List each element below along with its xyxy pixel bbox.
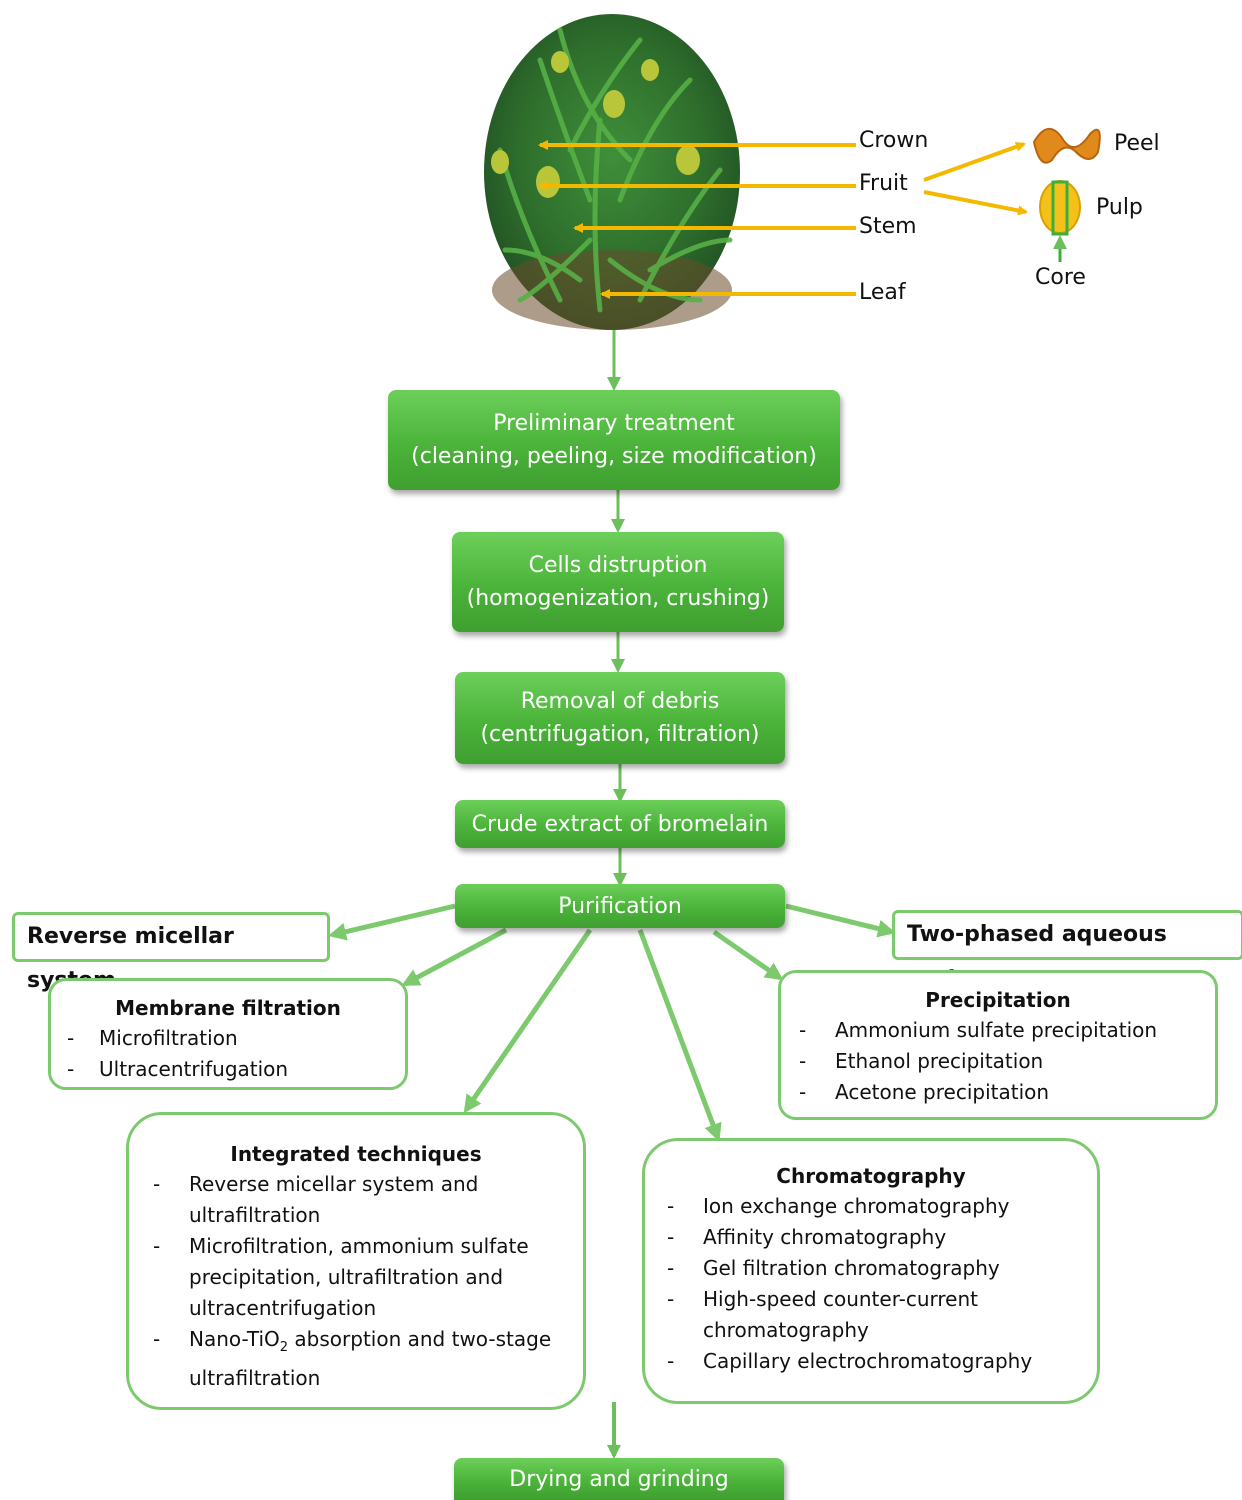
disruption-detail: (homogenization, crushing) — [466, 586, 770, 611]
purification-box: Purification — [455, 884, 785, 928]
peel-image — [1032, 128, 1101, 164]
integrated-item: Nano-TiO2 absorption and two-stage ultra… — [153, 1324, 553, 1394]
membrane-title: Membrane filtration — [115, 996, 341, 1020]
chromatography-box: Chromatography Ion exchange chromatograp… — [642, 1138, 1100, 1404]
integrated-item: Reverse micellar system and ultrafiltrat… — [153, 1169, 553, 1231]
reverse-micellar-box: Reverse micellar system — [12, 912, 330, 993]
crude-extract-box: Crude extract of bromelain — [455, 800, 785, 848]
precipitation-title: Precipitation — [925, 988, 1071, 1012]
fruit-label: Fruit — [859, 171, 908, 196]
integrated-item-part: absorption and two-stage ultrafiltration — [189, 1327, 552, 1390]
preliminary-treatment-box: Preliminary treatment (cleaning, peeling… — [388, 390, 840, 490]
chromatography-item: Ion exchange chromatography — [667, 1191, 1067, 1222]
precipitation-item: Ethanol precipitation — [799, 1046, 1215, 1077]
core-label: Core — [1035, 265, 1086, 290]
chromatography-item: Capillary electrochromatography — [667, 1346, 1067, 1377]
pineapple-plant-image — [484, 14, 740, 330]
integrated-item-part: Nano-TiO — [189, 1327, 280, 1351]
fruit-pulp-arrow — [923, 190, 1028, 216]
preliminary-title: Preliminary treatment — [493, 411, 735, 436]
drying-label: Drying and grinding — [509, 1466, 729, 1492]
stem-label: Stem — [859, 214, 917, 239]
crown-label: Crown — [859, 128, 929, 153]
debris-title: Removal of debris — [520, 689, 720, 714]
membrane-filtration-box: Membrane filtration Microfiltration Ultr… — [48, 978, 408, 1090]
peel-label: Peel — [1114, 131, 1160, 156]
chromatography-item: Gel filtration chromatography — [667, 1253, 1067, 1284]
fruit-peel-arrow — [923, 142, 1026, 182]
chromatography-title: Chromatography — [776, 1164, 966, 1188]
two-phased-box: Two-phased aqueous system — [892, 910, 1242, 991]
disruption-title: Cells distruption — [528, 553, 708, 578]
integrated-title: Integrated techniques — [230, 1142, 482, 1166]
precipitation-item: Acetone precipitation — [799, 1077, 1215, 1108]
chromatography-item: Affinity chromatography — [667, 1222, 1067, 1253]
pulp-image — [1039, 180, 1081, 262]
leaf-label: Leaf — [859, 280, 906, 305]
integrated-item: Microfiltration, ammonium sulfate precip… — [153, 1231, 553, 1324]
cell-disruption-box: Cells distruption (homogenization, crush… — [452, 532, 784, 632]
pulp-label: Pulp — [1096, 195, 1143, 220]
membrane-item: Ultracentrifugation — [67, 1054, 405, 1085]
drying-grinding-box: Drying and grinding — [454, 1458, 784, 1500]
debris-removal-box: Removal of debris (centrifugation, filtr… — [455, 672, 785, 764]
membrane-item: Microfiltration — [67, 1023, 405, 1054]
crude-label: Crude extract of bromelain — [471, 811, 769, 837]
chromatography-item: High-speed counter-current chromatograph… — [667, 1284, 1067, 1346]
debris-detail: (centrifugation, filtration) — [480, 722, 760, 747]
preliminary-detail: (cleaning, peeling, size modification) — [411, 444, 817, 469]
subscript-2: 2 — [279, 1340, 289, 1355]
integrated-techniques-box: Integrated techniques Reverse micellar s… — [126, 1112, 586, 1410]
purification-label: Purification — [558, 893, 682, 919]
precipitation-box: Precipitation Ammonium sulfate precipita… — [778, 970, 1218, 1120]
precipitation-item: Ammonium sulfate precipitation — [799, 1015, 1215, 1046]
